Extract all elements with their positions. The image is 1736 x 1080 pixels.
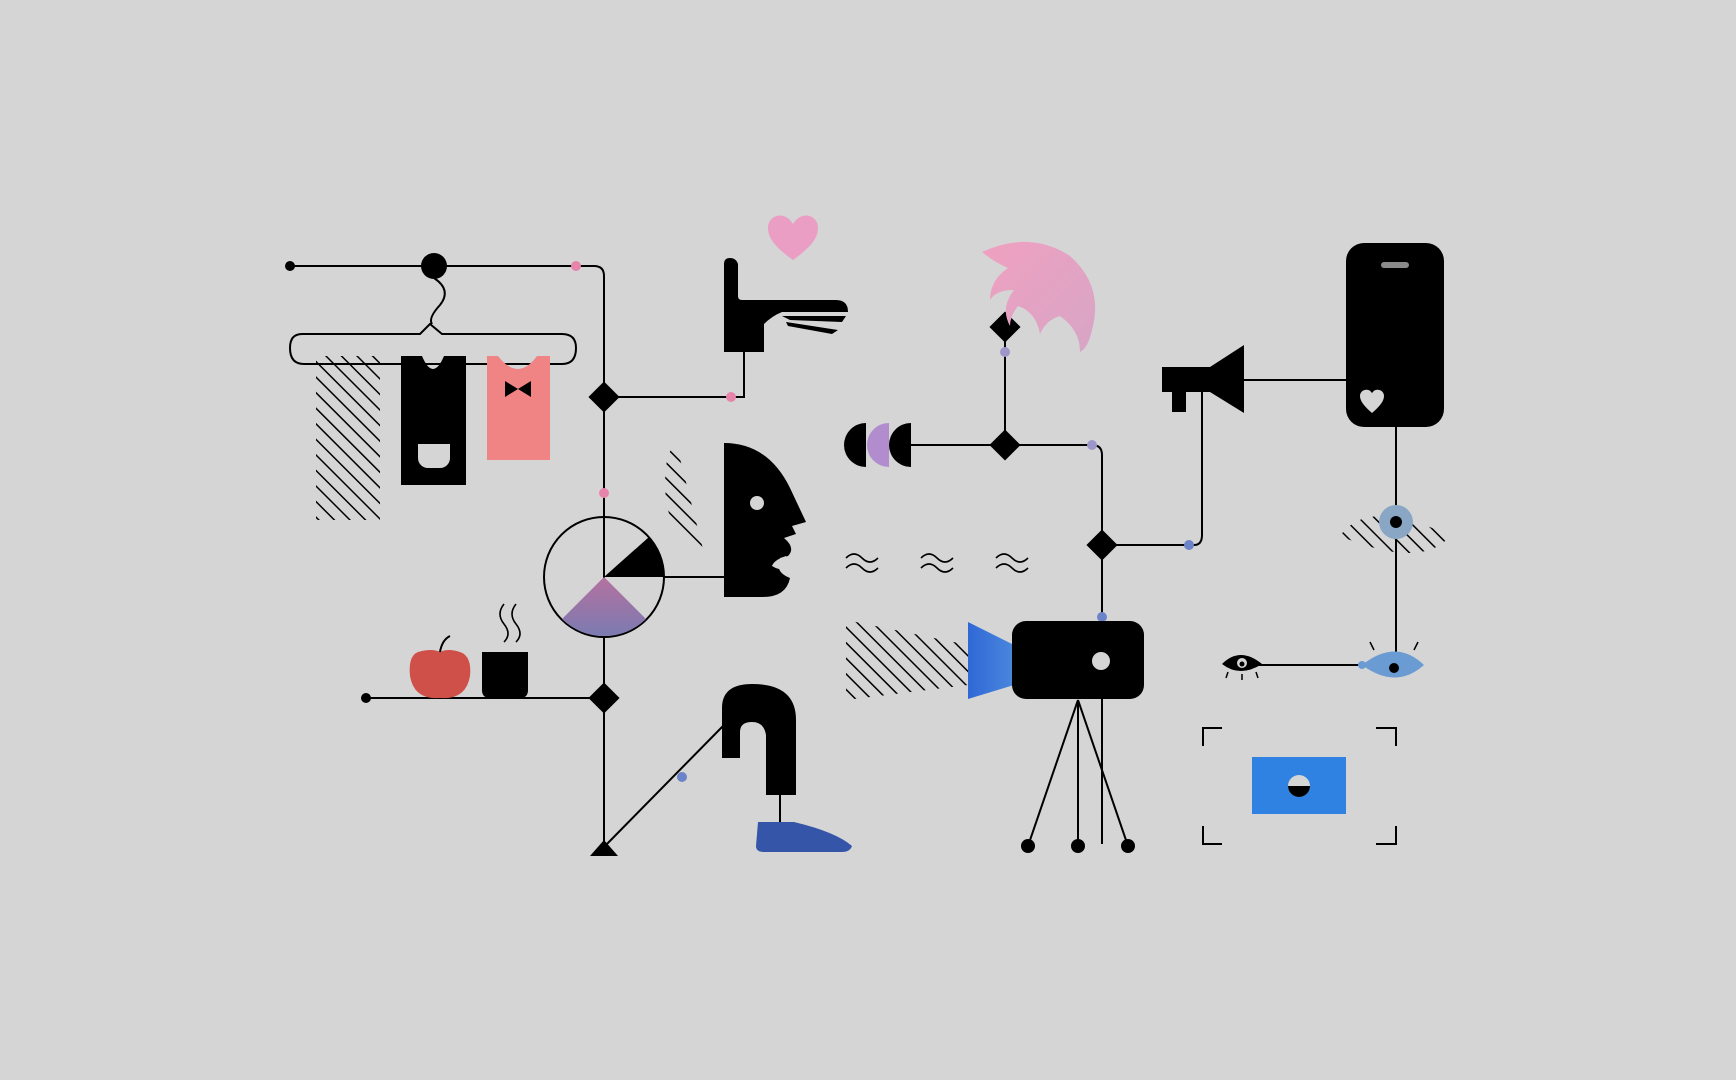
apple-icon [409,635,471,699]
pie-dial-icon [543,516,665,638]
faucet-icon [724,258,848,352]
connector-violet-dot [1000,347,1010,357]
junction-diamond [588,381,620,413]
connector-pink-dot [571,261,581,271]
wave-icon [845,553,1029,573]
connector-end-dot [361,693,371,703]
steaming-cup-icon [482,603,528,698]
screen-frame-icon [1202,727,1397,845]
heart-icon [768,215,818,260]
black-tank-top-icon [401,356,466,485]
connector-pink-dot [599,488,609,498]
video-camera-icon [846,620,1144,700]
pink-tank-top-icon [487,356,550,460]
smartphone-icon [1346,243,1444,427]
tripod-icon [1021,699,1135,853]
fish-eye-icon [1358,641,1424,678]
bow-tie-icon [505,381,531,397]
striped-towel-icon [316,356,380,520]
megaphone-icon [1162,345,1244,413]
hanger-icon [288,253,578,365]
connector-violet-dot [1087,440,1097,450]
connector-blue-dot [1184,540,1194,550]
connector-end-dot [285,261,295,271]
kneeling-figure-icon [722,684,796,822]
connector-blue-dot [677,772,687,782]
head-profile-icon [665,443,806,598]
moon-icon [982,241,1096,352]
eye-icon [1340,505,1450,553]
connector-blue-dot [1097,612,1107,622]
left-connector-lines [290,265,745,848]
junction-diamond [989,429,1021,461]
junction-triangle [590,840,618,856]
junction-diamond [989,311,1021,343]
shoe-icon [756,822,852,852]
eye-icon [1222,655,1262,680]
semicircles-icon [844,423,911,467]
connector-pink-dot [726,392,736,402]
